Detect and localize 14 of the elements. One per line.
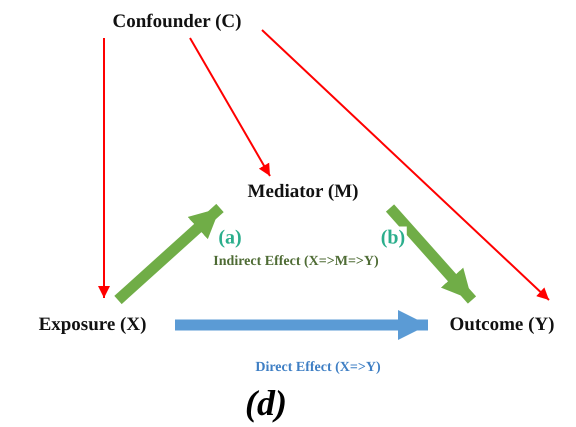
effect-label: Indirect Effect (X=>M=>Y) [212,254,380,270]
edge-label: Direct Effect (X=>Y) [253,360,383,376]
edge-label: (b) [378,226,408,250]
arrow [98,37,110,298]
node-label: Exposure (X) [38,314,146,336]
arrow [384,202,476,304]
node-label: Confounder (C) [112,11,242,33]
caption: (d) [244,382,288,424]
node-label: Mediator (M) [248,181,358,203]
arrow [261,29,550,301]
node-label: Outcome (Y) [450,314,554,336]
arrow [189,37,271,176]
edge-label: (a) [216,226,244,250]
arrow [112,204,224,306]
